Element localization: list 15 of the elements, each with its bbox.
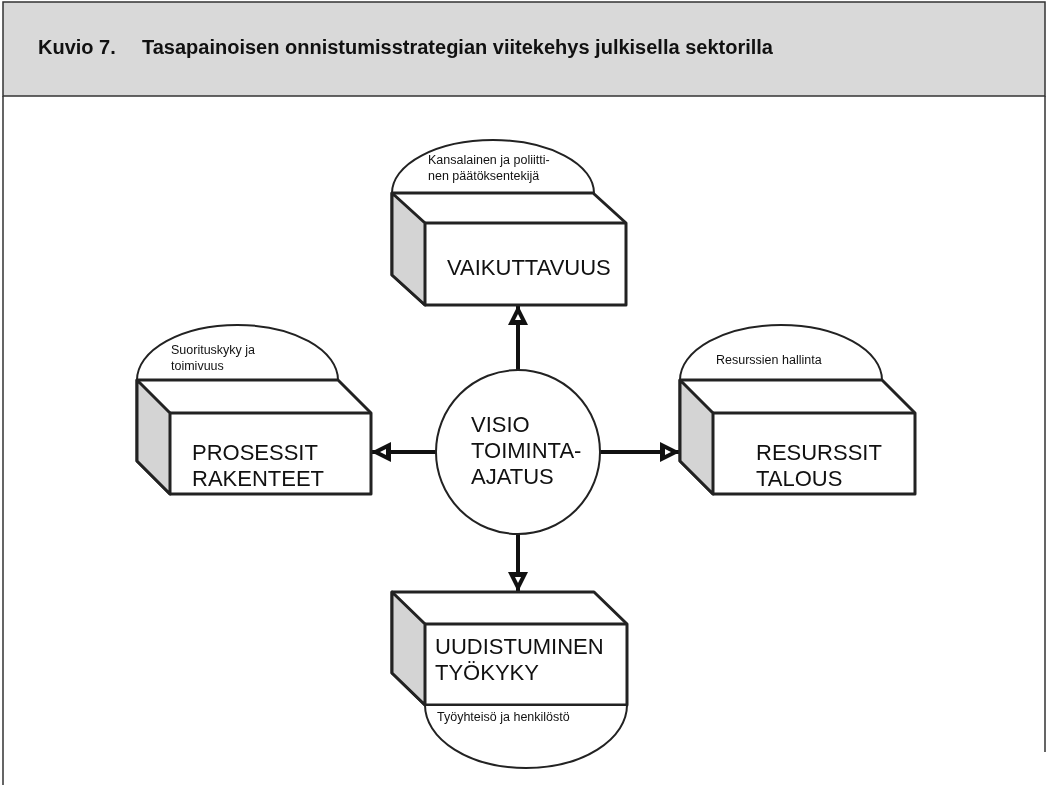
arrow bbox=[371, 442, 436, 462]
stakeholder-label: Työyhteisö ja henkilöstö bbox=[437, 709, 571, 725]
arrow bbox=[508, 534, 528, 592]
perspective-label: UUDISTUMINEN TYÖKYKY bbox=[435, 634, 605, 686]
stakeholder-label: Kansalainen ja poliitti-nen päätöksentekijä bbox=[428, 152, 551, 184]
perspective-label: PROSESSIT RAKENTEET bbox=[192, 440, 326, 492]
vision-label: VISIO TOIMINTA-AJATUS bbox=[471, 412, 581, 490]
perspective-label: RESURSSIT TALOUS bbox=[756, 440, 883, 492]
arrow bbox=[600, 442, 680, 462]
perspective-label: VAIKUTTAVUUS bbox=[447, 255, 612, 281]
figure-number: Kuvio 7. bbox=[38, 36, 116, 59]
figure-title: Tasapainoisen onnistumisstrategian viitekehys julkisella sektorilla bbox=[142, 36, 773, 59]
arrow bbox=[508, 305, 528, 370]
stakeholder-label: Resurssien hallinta bbox=[716, 352, 823, 368]
stakeholder-label: Suorituskyky ja toimivuus bbox=[171, 342, 257, 374]
